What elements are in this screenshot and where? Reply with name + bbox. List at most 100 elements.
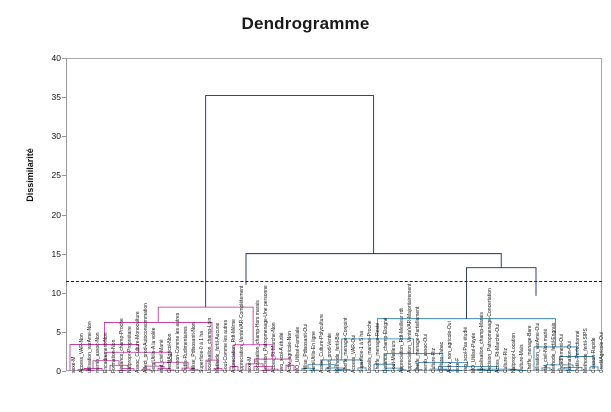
leaf-label: Formation-Oui: [567, 341, 573, 373]
leaf-label: Outils-Rudimentaires: [183, 326, 189, 373]
dendrogram-link: [397, 369, 407, 371]
y-tick-mark: [62, 175, 66, 177]
y-tick-label: 40: [51, 53, 61, 63]
dendrogram-link: [245, 363, 264, 371]
leaf-label: Acces_Rt-Marche-Oui: [495, 323, 501, 373]
leaf-label: Methode_fertil-Engrais: [551, 322, 557, 373]
y-tick-mark: [62, 371, 66, 372]
dendrogram-link: [337, 369, 351, 371]
y-tick-label: 30: [51, 131, 61, 142]
leaf-label: Appreciation_VenteVAR-Complètement: [239, 285, 245, 373]
leaf-label: Distance_champ-Proche: [119, 318, 125, 373]
leaf-label: Natpropr-Propriétaire: [127, 326, 133, 373]
dendrogram-link: [145, 365, 165, 370]
dendrogram-link: [321, 359, 363, 368]
leaf-label: Superficie-1 à 5 ha: [359, 331, 365, 373]
dendrogram-links: [69, 95, 599, 372]
leaf-label: Affect_prod-Autoconsommation: [143, 303, 149, 373]
leaf-label: Appreciation_Rdt-Même: [231, 319, 237, 373]
y-tick-label: 35: [51, 92, 61, 103]
leaf-label: Cheffe_menage-Reste: [375, 322, 381, 373]
dendrogram-link: [589, 366, 599, 371]
leaf-label: utilisation_varAme-Non: [87, 321, 93, 373]
dendrogram-link: [381, 370, 391, 371]
leaf-label: Culture-Riz: [431, 347, 437, 373]
leaf-label: nivo_scol-A étudié: [279, 332, 285, 373]
leaf-label: Distance_champ-Éloigné: [383, 317, 389, 373]
leaf-label: Gout-Comme les autres: [223, 319, 229, 373]
dendrogram-link: [466, 267, 537, 319]
leaf-label: Utilise_Pdtsosanit-Oui: [303, 323, 309, 373]
leaf-label: Methode_fertil-SIPS: [583, 328, 589, 373]
leaf-label: Localisation_champ-Hors marais: [255, 300, 261, 373]
leaf-label: Formation-Non: [111, 339, 117, 373]
leaf-label: Affect_prod-Vente: [327, 333, 333, 373]
leaf-label: sexe-F: [455, 357, 461, 373]
leaf-label: Superficie-0 à 1 ha: [199, 331, 205, 373]
leaf-label: Cuisson-Comme les autres: [175, 312, 181, 373]
page-title: Dendrogramme: [241, 14, 370, 33]
dendrogram-link: [509, 369, 523, 371]
dendrogram-link: [301, 367, 315, 371]
dendrogram-link: [557, 368, 571, 371]
dendrogram-link: [253, 366, 273, 371]
leaf-label: Encadrement-Oui: [559, 333, 565, 373]
dendrogram-link: [92, 360, 120, 369]
dendrogram-link: [69, 344, 140, 371]
leaf-label: MO_Utilisé-Familiale: [295, 326, 301, 373]
cut-threshold-line: [66, 281, 602, 282]
leaf-label: sexe-M: [71, 356, 77, 373]
leaf-label: SemiUtilis-En ligne: [311, 331, 317, 373]
leaf-label: Assoc_Culture-Monoculture: [135, 311, 141, 373]
leaf-label: Access_VAR-Non: [79, 333, 85, 373]
leaf-label: sexe-M: [247, 356, 253, 373]
dendrogram-link: [157, 368, 171, 371]
dendrogram-link: [245, 253, 502, 285]
leaf-label: Appreciation_Rdt-Meilleur rdt: [399, 308, 405, 373]
dendrogram-link: [205, 95, 375, 308]
leaf-label: memb_assoc-Non: [95, 332, 101, 373]
dendrogram-link: [205, 359, 219, 371]
dendrogram-link: [437, 369, 457, 371]
leaf-label: etat_civil-Marié: [159, 339, 165, 373]
leaf-label: Activ_non_agricole-Oui: [447, 321, 453, 373]
dendrogram-link: [165, 369, 175, 371]
dendrogram-link: [85, 370, 95, 371]
dendrogram-link: [233, 344, 273, 367]
leaf-label: CreditAgricole-Oui: [599, 332, 605, 373]
y-tick-label: 20: [51, 209, 61, 220]
y-tick-mark: [62, 136, 66, 138]
dendrogram-link: [254, 358, 291, 366]
leaf-label: CreditAgricol-Non: [167, 333, 173, 373]
leaf-label: nivo_scol-Pas étudié: [463, 326, 469, 373]
leaf-label: Activ_agricole-Non: [287, 331, 293, 373]
leaf-label: Acces_Rt-Marche-Non: [271, 322, 277, 373]
y-tick-label: 15: [51, 248, 61, 259]
leaf-label: Decision_Patropmenage-Concertation: [487, 288, 493, 373]
leaf-label: memb_assoc-Oui: [423, 333, 429, 373]
leaf-label: Outils-Perfectionné: [575, 330, 581, 373]
dendrogram-link: [121, 368, 135, 371]
leaf-label: Cheffe_menage-Conjoint: [343, 317, 349, 373]
leaf-label: Culture-Maïs: [519, 344, 525, 373]
leaf-label: Utilise_Pdtsosanit-Non: [191, 322, 197, 373]
leaf-label: Localis_marche-Proche: [367, 320, 373, 373]
leaf-label: Decision_Patropmenage-Une personne: [263, 285, 269, 373]
leaf-label: Gout-Meilleurs: [391, 340, 397, 373]
y-tick-mark: [62, 331, 66, 333]
leaf-label: Assoc_Culture-Polyculture: [319, 314, 325, 373]
leaf-label: Access_VAR-Oui: [351, 334, 357, 373]
y-axis-label: Dissimilarité: [25, 148, 35, 202]
leaf-label: Cheffe_menage-Bare: [527, 325, 533, 373]
leaf-label: Cuisson-Rapide: [591, 337, 597, 373]
y-tick-label: 5: [56, 326, 61, 337]
y-tick-mark: [62, 97, 66, 99]
y-tick-label: 0: [56, 366, 61, 376]
dendrogram-link: [285, 364, 295, 371]
leaf-label: Methode_fertil-Bio: [335, 332, 341, 373]
leaf-label: MO_Utilisé-Payée: [471, 332, 477, 373]
leaf-label: Culture-Tabac: [439, 341, 445, 373]
leaf-label: Natpropr-Location: [511, 332, 517, 373]
